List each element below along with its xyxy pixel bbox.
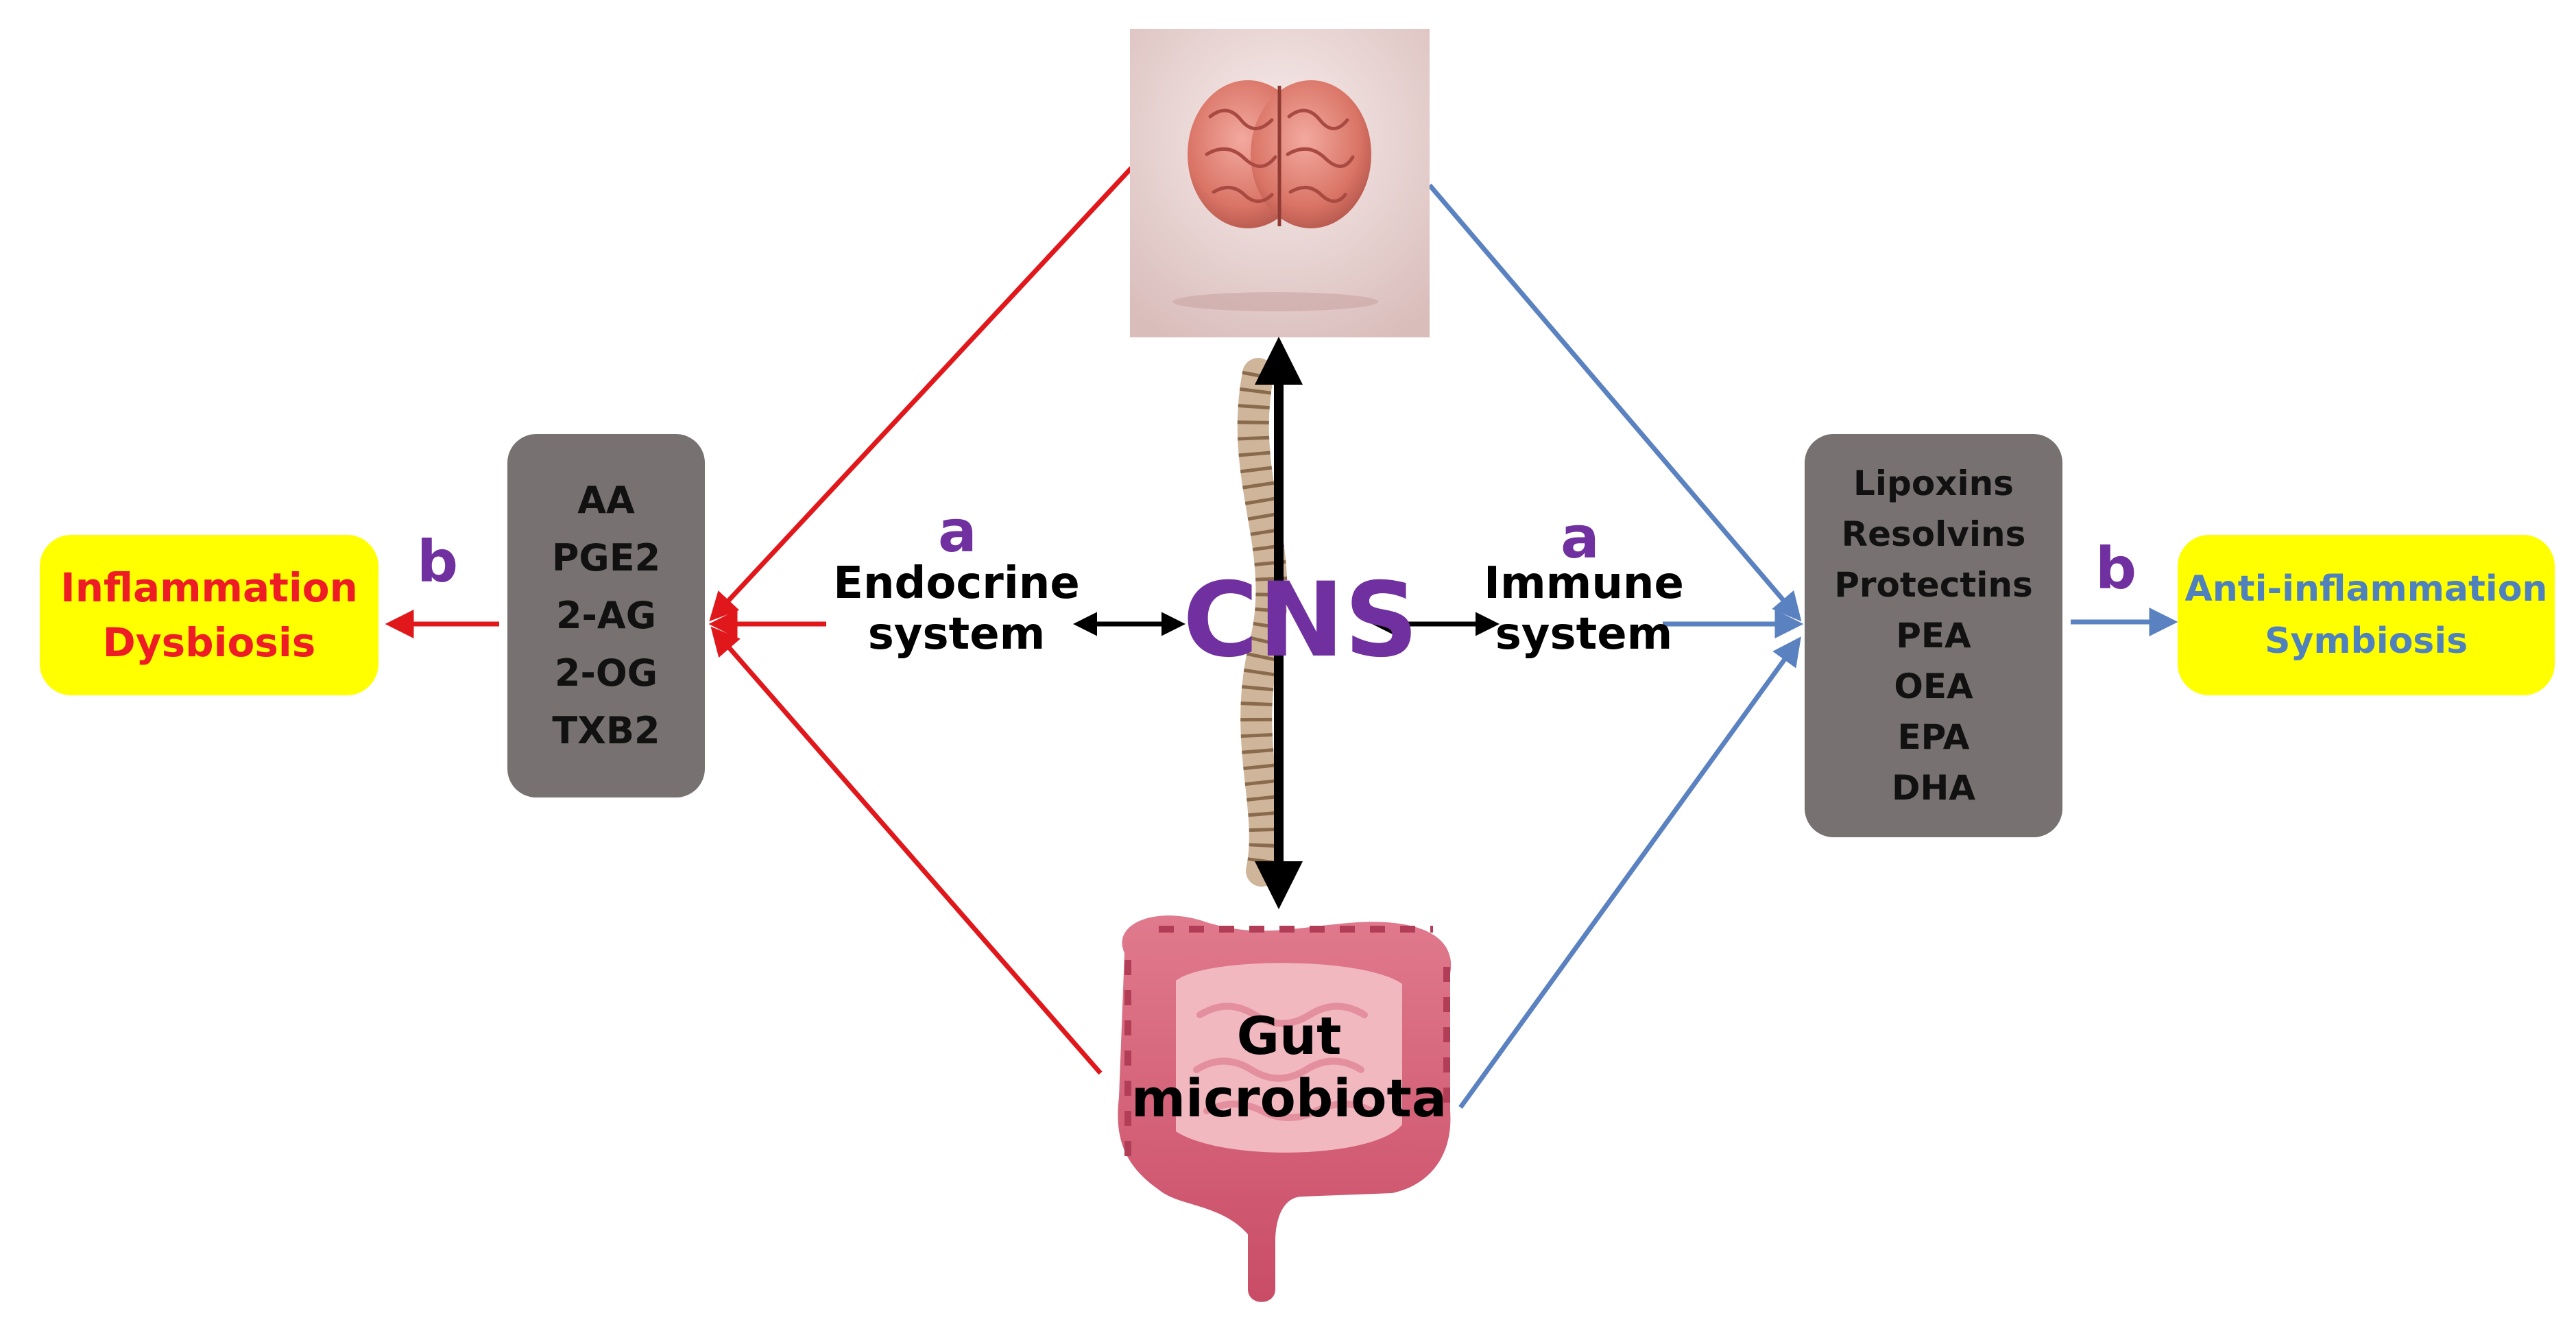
left-mediator: AA [577,479,635,522]
gut-microbiota-label: Gut microbiota [1111,1005,1467,1129]
left-outcome-line-2: Dysbiosis [102,619,316,666]
right-mediator: Resolvins [1841,514,2026,554]
left-mediator: 2-OG [554,651,658,695]
anti-inflammatory-mediators-box: Lipoxins Resolvins Protectins PEA OEA EP… [1805,434,2062,837]
right-mediator: OEA [1894,667,1973,706]
endocrine-line-2: system [867,608,1046,660]
immune-line-2: system [1495,608,1673,660]
left-mediator: PGE2 [551,536,661,579]
immune-marker-a: a [1561,504,1600,571]
right-marker-b: b [2095,535,2137,602]
right-mediator: DHA [1891,768,1976,808]
inflammation-dysbiosis-box: Inflammation Dysbiosis [40,535,378,695]
left-marker-b: b [417,528,459,595]
right-mediator: EPA [1897,717,1970,757]
anti-inflammation-symbiosis-box: Anti-inflammation Symbiosis [2178,535,2555,695]
immune-line-1: Immune [1484,558,1684,609]
right-mediator: Protectins [1834,565,2033,605]
arrow-gut-to-right-mediators [1458,636,1801,1109]
arrow-brain-to-left-mediators [709,166,1133,622]
endocrine-marker-a: a [938,498,977,565]
brain-icon [1130,29,1430,337]
arrow-gut-to-left-mediators [710,626,1103,1075]
right-outcome-line-1: Anti-inflammation [2184,568,2548,610]
gut-line-1: Gut [1236,1005,1342,1066]
gut-line-2: microbiota [1131,1068,1447,1129]
intestine-icon [1118,915,1452,1302]
right-mediator: Lipoxins [1853,464,2014,503]
left-mediator: 2-AG [555,594,657,637]
immune-system-label: Immune system [1474,558,1694,660]
cns-label: CNS [1183,561,1419,680]
endocrine-line-1: Endocrine [833,558,1080,609]
endocrine-system-label: Endocrine system [823,558,1090,660]
pro-inflammatory-mediators-box: AA PGE2 2-AG 2-OG TXB2 [507,434,705,797]
left-mediator: TXB2 [552,709,660,752]
right-mediator: PEA [1896,616,1971,656]
arrow-brain-to-right-mediators [1428,183,1802,622]
right-outcome-line-2: Symbiosis [2264,621,2468,662]
left-outcome-line-1: Inflammation [60,564,358,611]
